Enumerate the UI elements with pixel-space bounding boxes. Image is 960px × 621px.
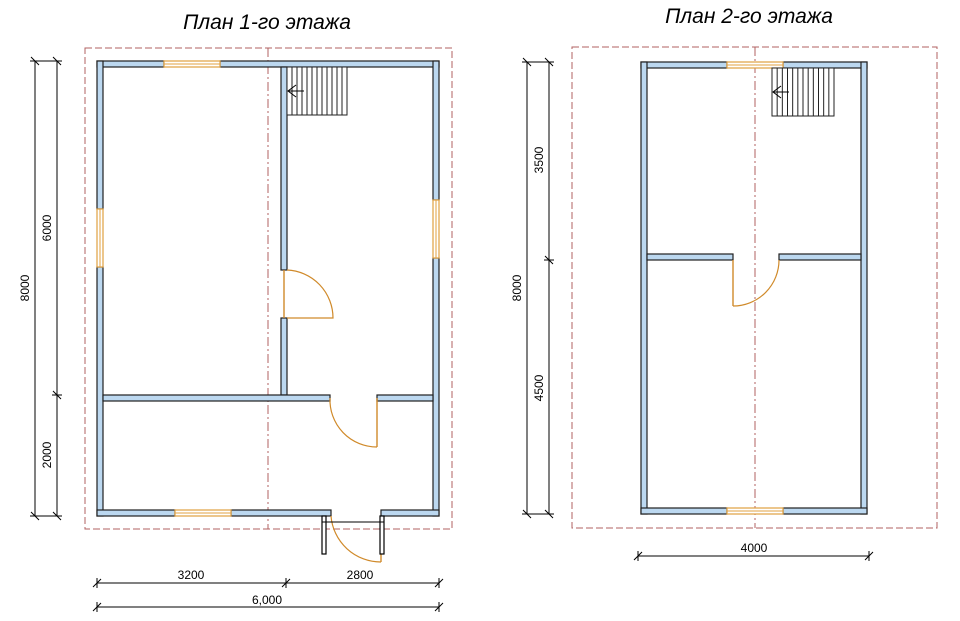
window [96,208,104,268]
wall [96,266,104,517]
door-inner-horizontal [329,397,378,448]
window [163,60,221,68]
wall [219,60,440,68]
dim-total: 8000 [510,274,524,301]
wall [646,253,734,261]
window [726,507,784,515]
dim-lower: 4500 [532,374,546,401]
plan-2-staircase [771,67,835,117]
stair-steps [291,67,343,115]
plan-2-horizontal-dims: 4000 [633,541,874,561]
dim-total-width: 6,000 [252,593,282,607]
wall [778,253,862,261]
door-entrance [330,515,382,563]
wall [230,509,332,517]
wall [280,317,288,396]
wall [96,60,165,68]
plan-2-walls [640,61,868,515]
wall [102,394,331,402]
wall [380,509,440,517]
dim-total-width: 4000 [741,541,768,555]
dim-right: 2800 [347,568,374,582]
dim-upper: 3500 [532,146,546,173]
window [174,509,232,517]
plan-1-staircase [286,66,348,116]
window [726,61,784,69]
dim-upper: 6000 [40,214,54,241]
wall [860,61,868,515]
window [432,199,440,259]
plan-2-vertical-dims: 8000 3500 4500 [510,57,554,519]
dim-left: 3200 [178,568,205,582]
plan-1-horizontal-dims: 3200 2800 6,000 [92,568,444,612]
wall [640,61,648,515]
plan-1-vertical-dims: 8000 6000 2000 [18,56,62,521]
door [732,259,780,307]
door-inner-vertical [283,269,334,319]
dim-lower: 2000 [40,441,54,468]
dim-total: 8000 [18,274,32,301]
plan-2-doors [732,259,780,307]
wall [96,60,104,210]
wall [640,61,728,69]
plan-1-title: План 1-го этажа [183,11,351,34]
plan-1-doors [283,269,382,563]
plan-2-windows [726,61,784,515]
wall [432,60,440,201]
wall [782,507,868,515]
wall [96,509,176,517]
wall [432,257,440,517]
plan-1: План 1-го этажа [18,11,453,612]
wall [640,507,728,515]
wall [782,61,868,69]
plan-2: План 2-го этажа [510,5,938,561]
wall [376,394,434,402]
plan-1-windows [96,60,440,517]
wall [280,66,288,271]
plan-2-title: План 2-го этажа [665,5,833,28]
plan-1-porch [321,515,385,555]
